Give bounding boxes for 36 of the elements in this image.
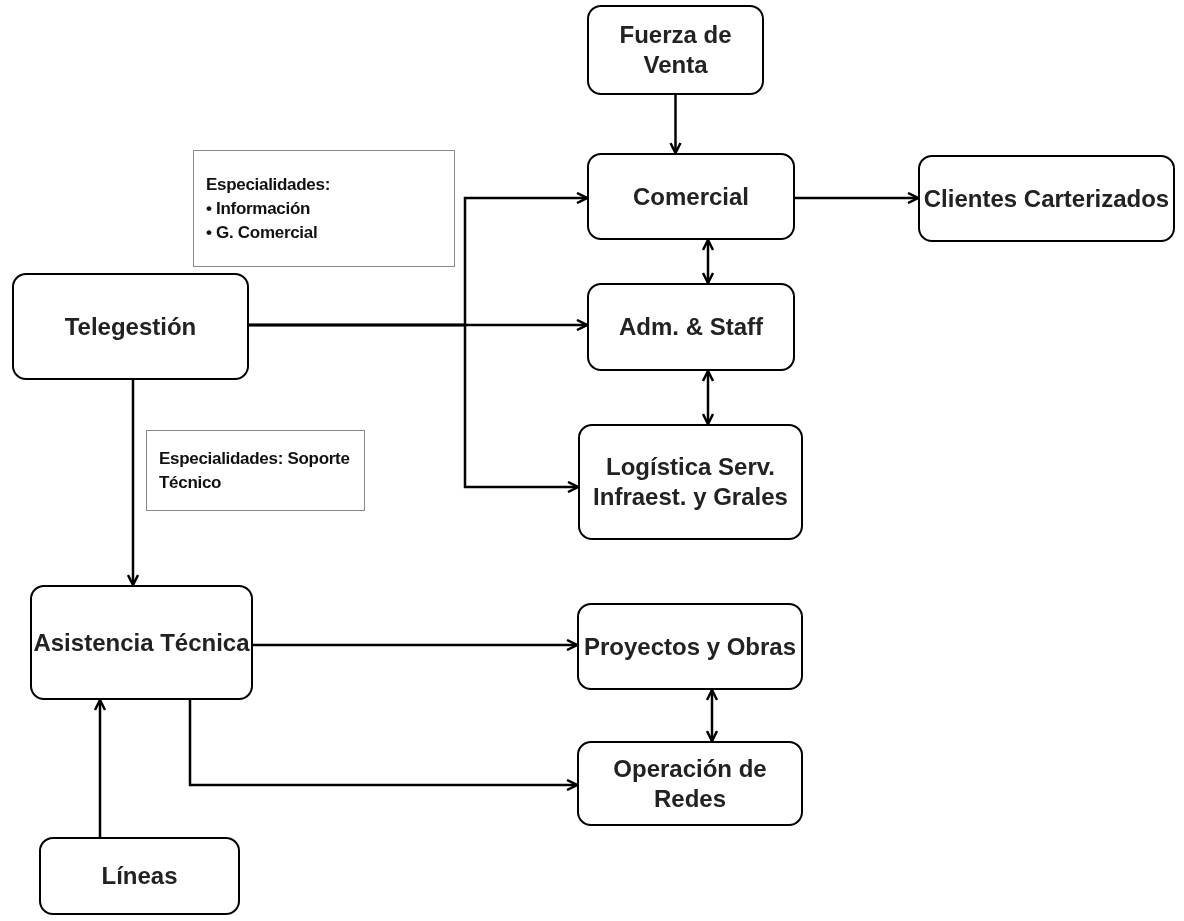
box-label: Líneas (101, 861, 178, 891)
arrow (249, 323, 580, 494)
process-box (30, 585, 253, 700)
process-box (577, 603, 803, 690)
box-label: Comercial (632, 181, 750, 212)
arrow (126, 380, 140, 587)
box-label: Especialidades: (206, 173, 330, 196)
process-box (587, 5, 764, 95)
box-label: Especialidades: Soporte Técnico (159, 447, 351, 494)
process-box (587, 153, 795, 240)
box-label: Asistencia Técnica (33, 627, 250, 658)
arrow (701, 369, 715, 426)
box-label: • G. Comercial (206, 221, 318, 244)
note-box (146, 430, 365, 511)
process-box (918, 155, 1175, 242)
arrow (705, 688, 719, 743)
arrow (795, 191, 920, 205)
box-label: Clientes Carterizados (923, 183, 1170, 214)
arrow (669, 95, 682, 155)
box-label: • Información (206, 197, 311, 220)
box-label: Logística Serv. Infraest. y Grales (592, 452, 789, 512)
process-box (577, 741, 803, 826)
arrow (188, 700, 579, 792)
box-label: Operación de Redes (612, 753, 768, 814)
arrow (253, 638, 579, 652)
process-box (39, 837, 240, 915)
arrow (701, 238, 715, 285)
process-box (12, 273, 249, 380)
note-box (193, 150, 455, 267)
box-label: Proyectos y Obras (583, 631, 797, 662)
box-label: Fuerza de Venta (618, 20, 733, 80)
process-box (578, 424, 803, 540)
box-label: Adm. & Staff (619, 312, 763, 342)
process-box (587, 283, 795, 371)
arrow (93, 698, 107, 837)
box-label: Telegestión (64, 311, 197, 342)
